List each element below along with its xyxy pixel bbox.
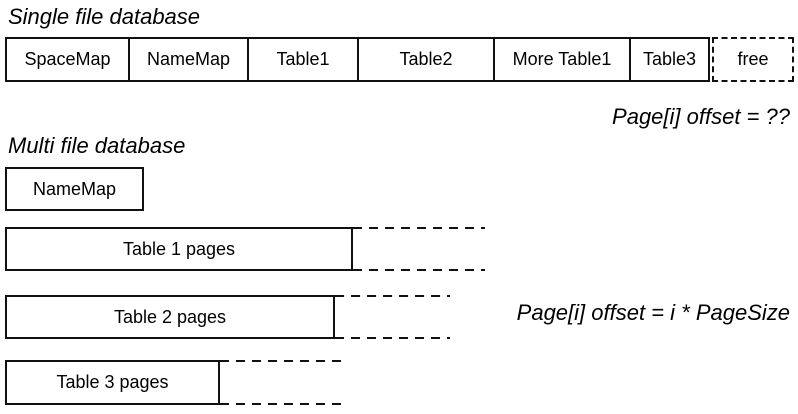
table1-pages-box: Table 1 pages [5, 227, 353, 271]
multi-namemap-box: NameMap [5, 167, 144, 211]
segment-table3: Table3 [642, 49, 697, 69]
segment-spacemap: SpaceMap [7, 39, 130, 80]
dashed-line [335, 295, 450, 297]
dashed-line [220, 403, 348, 405]
multi-file-offset-annotation: Page[i] offset = i * PageSize [516, 300, 790, 325]
single-file-offset-annotation: Page[i] offset = ?? [612, 104, 790, 129]
segment-table1: Table1 [249, 39, 359, 80]
table3-pages-extension [220, 360, 348, 405]
single-file-row: SpaceMap NameMap Table1 Table2 More Tabl… [5, 37, 710, 82]
table2-pages-extension [335, 295, 450, 339]
dashed-line [353, 227, 485, 229]
segment-more-table1: More Table1 [495, 39, 631, 80]
dashed-line [335, 337, 450, 339]
single-file-title: Single file database [8, 4, 201, 29]
table3-pages-box: Table 3 pages [5, 360, 220, 405]
segment-namemap: NameMap [130, 39, 249, 80]
dashed-line [353, 269, 485, 271]
segment-table2: Table2 [359, 39, 495, 80]
dashed-line [220, 360, 348, 362]
segment-free: free [712, 37, 794, 82]
table1-pages-extension [353, 227, 485, 271]
multi-file-title: Multi file database [8, 133, 186, 158]
table2-pages-box: Table 2 pages [5, 295, 335, 339]
